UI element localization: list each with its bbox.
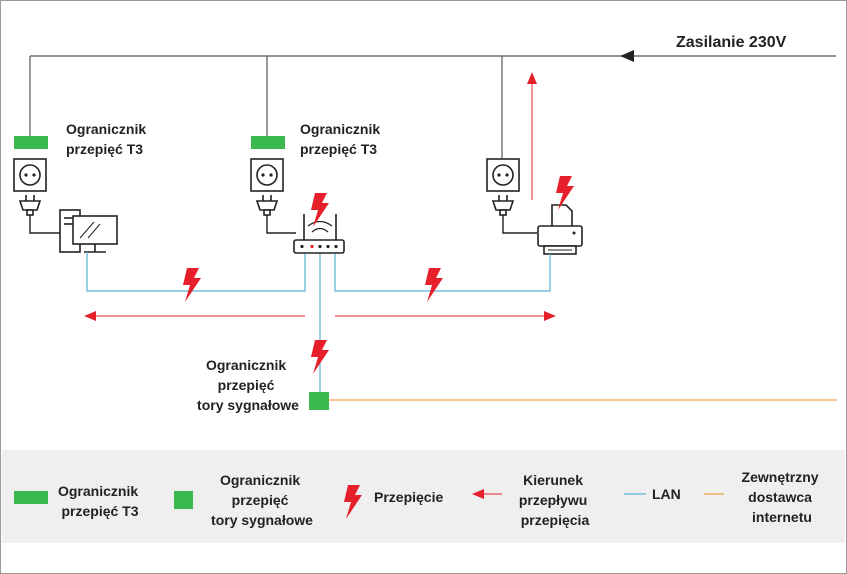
legend-surge-label: Przepięcie [374, 489, 443, 505]
legend-direction-label: Kierunek przepływu przepięcia [519, 472, 591, 528]
lightning-icon [425, 268, 443, 302]
legend-t3-swatch [14, 491, 48, 504]
lightning-icon [183, 268, 201, 302]
t3-label-1: Ogranicznik przepięć T3 [66, 121, 150, 157]
computer-icon [59, 209, 118, 253]
legend-signal-swatch [174, 491, 193, 509]
legend: Ogranicznik przepięć T3 Ogranicznik prze… [2, 450, 845, 543]
plug-icon [19, 194, 41, 216]
legend-signal-label: Ogranicznik przepięć tory sygnałowe [211, 472, 313, 528]
power-cords [29, 215, 537, 234]
signal-protector-label: Ogranicznik przepięć tory sygnałowe [197, 357, 299, 413]
lan-lines [86, 252, 551, 392]
legend-t3-label: Ogranicznik przepięć T3 [58, 483, 142, 519]
printer-icon [537, 204, 583, 255]
signal-protector [309, 392, 329, 410]
surge-direction-arrows [84, 311, 556, 321]
power-title: Zasilanie 230V [676, 34, 787, 51]
plug-icon [492, 194, 514, 216]
legend-arrow-icon [472, 489, 484, 499]
socket-icon [250, 158, 284, 192]
power-line [29, 55, 836, 158]
router-icon [293, 214, 345, 254]
legend-isp-label: Zewnętrzny dostawca internetu [742, 469, 823, 525]
t3-label-2: Ogranicznik przepięć T3 [300, 121, 384, 157]
legend-lan-label: LAN [652, 486, 681, 502]
t3-protector-1 [14, 136, 48, 149]
plug-icon [256, 194, 278, 216]
surge-up-arrow [527, 72, 537, 200]
socket-icon [13, 158, 47, 192]
power-direction-arrow [620, 50, 634, 62]
socket-icon [486, 158, 520, 192]
t3-protector-2 [251, 136, 285, 149]
